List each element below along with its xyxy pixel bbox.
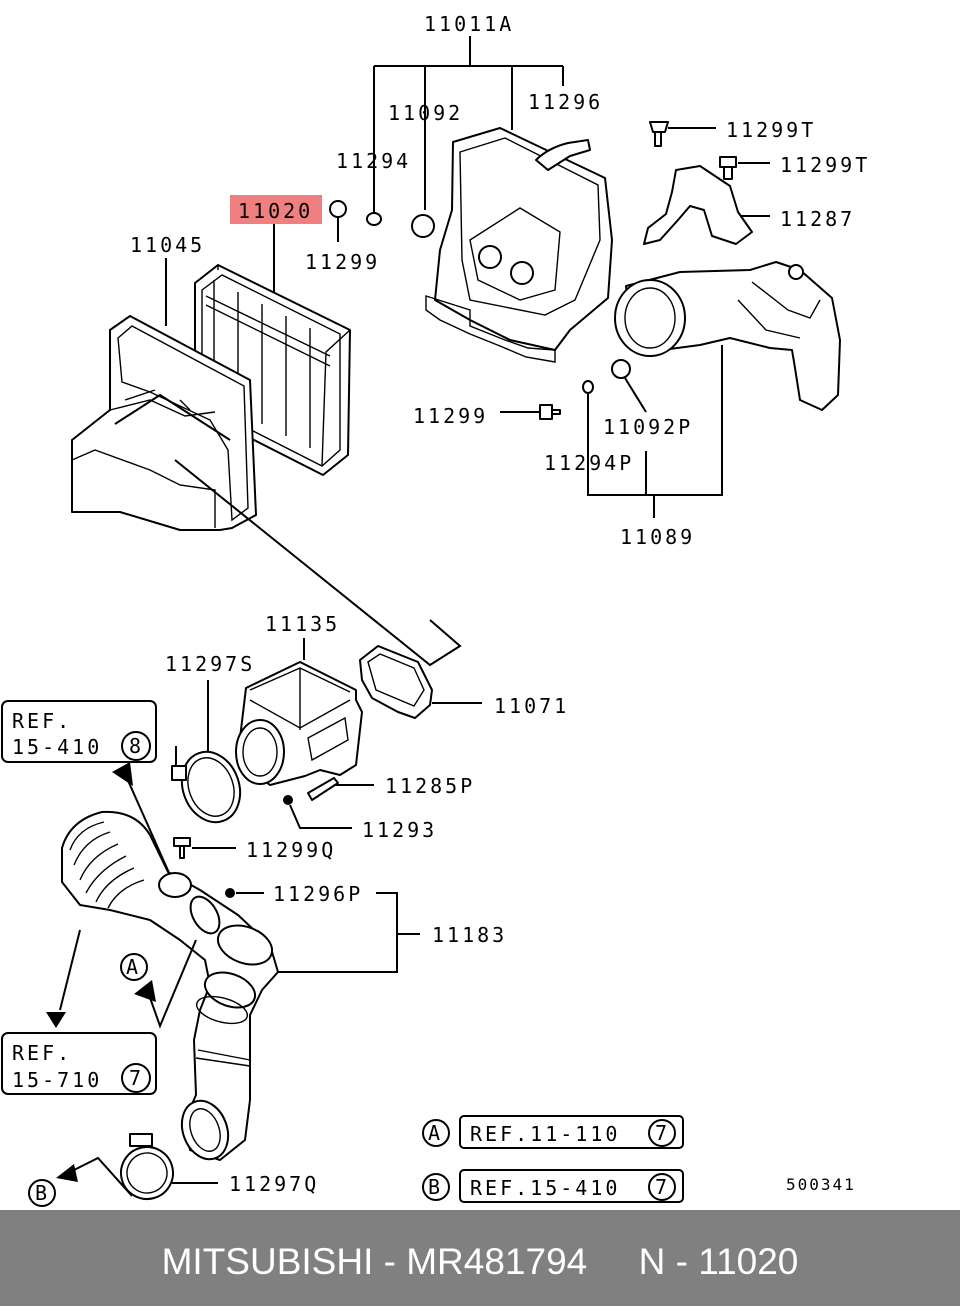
- leader-11089: [587, 345, 723, 518]
- washer-11294P: [582, 380, 594, 394]
- diagram-code: 500341: [786, 1175, 856, 1194]
- arrow-head-ref1: [112, 762, 133, 786]
- label-11299-mid: 11299: [413, 404, 488, 428]
- grommet-11092P: [611, 359, 631, 379]
- arrow-line-marker-a: [147, 939, 197, 1029]
- parts-diagram: 11011A 11092 11296 11294 11299T 11299T 1…: [1, 12, 870, 1207]
- label-11285P: 11285P: [385, 774, 475, 798]
- hose-clamp-11297Q: [120, 1133, 174, 1200]
- screw-11285P: [307, 777, 339, 801]
- leader-11293: [289, 804, 352, 829]
- label-11135: 11135: [265, 612, 340, 636]
- label-11299Q: 11299Q: [246, 838, 336, 862]
- bolt-11299T-a: [649, 121, 669, 147]
- legend-a-circle: 7: [655, 1121, 667, 1145]
- bolt-11299T-b: [719, 156, 737, 180]
- hose-clamp-11297S: [171, 746, 242, 824]
- air-intake-duct-11089: [614, 261, 841, 411]
- marker-a-label: A: [126, 955, 138, 979]
- ref-box-15-410-title: REF.: [12, 709, 72, 733]
- plug-11293: [283, 795, 293, 805]
- legend-b: B REF.15-410 7: [422, 1169, 684, 1203]
- label-11020: 11020: [238, 199, 313, 223]
- marker-b-circle: [28, 1179, 56, 1207]
- clip-11296P: [225, 888, 235, 898]
- arrow-line-ref2: [59, 929, 81, 1011]
- air-cleaner-lower-case-11045: [71, 315, 257, 531]
- arrow-head-marker-b: [56, 1164, 78, 1182]
- label-11092P: 11092P: [603, 415, 693, 439]
- ref-box-15-410: REF. 15-410 8: [1, 700, 157, 763]
- ref-box-15-410-circle: 8: [129, 734, 141, 758]
- label-11092: 11092: [388, 101, 463, 125]
- arrow-line-marker-b: [69, 1156, 133, 1197]
- label-11183: 11183: [432, 923, 507, 947]
- arrow-head-ref2: [46, 1012, 66, 1028]
- label-11294P: 11294P: [544, 451, 634, 475]
- airflow-sensor-11135: [235, 661, 363, 786]
- label-11296P: 11296P: [273, 882, 363, 906]
- grommet-11092: [411, 214, 435, 238]
- legend-a: A REF.11-110 7: [422, 1115, 684, 1149]
- marker-b-label: B: [35, 1181, 47, 1205]
- label-11294: 11294: [336, 149, 411, 173]
- air-cleaner-upper-case: [425, 127, 613, 363]
- ref-box-15-710-number: 15-710: [12, 1068, 102, 1092]
- legend-b-ref: REF.15-410: [470, 1176, 620, 1200]
- ref-box-15-710: REF. 15-710 7: [1, 1032, 157, 1095]
- arrow-line-ref1: [125, 775, 171, 876]
- ref-box-15-710-title: REF.: [12, 1041, 72, 1065]
- label-11297Q: 11297Q: [229, 1172, 319, 1196]
- legend-a-letter: A: [428, 1121, 440, 1145]
- air-intake-hose-11183: [61, 810, 279, 1161]
- label-11296: 11296: [528, 90, 603, 114]
- arrow-head-marker-a: [134, 980, 156, 1002]
- label-11045: 11045: [130, 233, 205, 257]
- leader-11011A: [373, 36, 564, 215]
- nut-11299: [329, 200, 347, 218]
- label-11299-top: 11299: [305, 250, 380, 274]
- footer-part-info: MITSUBISHI - MR481794 N - 11020: [161, 1241, 799, 1282]
- ref-box-15-710-circle: 7: [129, 1066, 141, 1090]
- label-11071: 11071: [494, 694, 569, 718]
- bolt-11299-mid: [539, 404, 561, 420]
- legend-a-ref: REF.11-110: [470, 1122, 620, 1146]
- legend-b-circle: 7: [655, 1175, 667, 1199]
- leader-11296P: [236, 892, 398, 973]
- gasket-11071: [359, 645, 433, 719]
- bracket-11287: [643, 165, 753, 245]
- label-11011A: 11011A: [424, 12, 514, 36]
- ref-box-15-410-number: 15-410: [12, 735, 102, 759]
- highlight-11020: [230, 195, 322, 224]
- leader-gasket-path: [114, 393, 462, 667]
- label-11299T-b: 11299T: [780, 153, 870, 177]
- label-11297S: 11297S: [165, 652, 255, 676]
- label-11299T-a: 11299T: [726, 118, 816, 142]
- bolt-11299Q: [173, 837, 191, 859]
- label-11293: 11293: [362, 818, 437, 842]
- marker-a-circle: [120, 953, 148, 981]
- washer-11294: [366, 212, 382, 226]
- label-11287: 11287: [780, 207, 855, 231]
- legend-b-letter: B: [428, 1175, 440, 1199]
- footer-bar: MITSUBISHI - MR481794 N - 11020: [0, 1210, 960, 1306]
- leader-11092P: [624, 377, 647, 413]
- label-11089: 11089: [620, 525, 695, 549]
